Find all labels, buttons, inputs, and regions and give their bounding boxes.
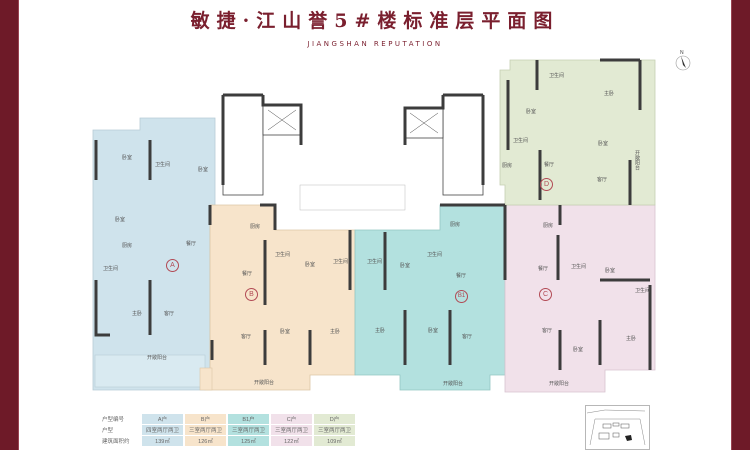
room-label: 主卧 [330,329,341,335]
room-label: 开敞阳台 [549,381,570,387]
legend-cell: A户 [142,414,183,424]
room-label: 卧室 [305,262,316,268]
room-label: 卫生间 [427,252,443,258]
room-label: 餐厅 [544,162,555,168]
page-subtitle: JIANGSHAN REPUTATION [307,40,443,48]
room-label: 卧室 [115,217,126,223]
unit-marker-b1: B1 [455,290,468,303]
legend-row-area: 建筑面积约 139㎡ 126㎡ 125㎡ 122㎡ 109㎡ [102,436,355,446]
site-key-plan [585,405,650,450]
legend-cell: 139㎡ [142,436,183,446]
unit-c-area [504,204,656,393]
unit-marker-c: C [539,288,552,301]
room-label: 客厅 [597,177,608,183]
legend-cell: 三室两厅两卫 [314,425,355,435]
north-compass-icon: N [675,50,691,71]
room-label: 开敞阳台 [254,380,275,386]
room-label: 卧室 [598,141,609,147]
room-label: 厨房 [543,223,554,229]
room-label: 卫生间 [513,138,529,144]
legend-header: 建筑面积约 [102,439,130,445]
legend-cell: B1户 [228,414,269,424]
corridor [299,184,406,211]
legend-header: 户型编号 [102,417,125,423]
room-label: 卫生间 [275,252,291,258]
room-label: 卧室 [122,155,133,161]
room-label: 主卧 [132,311,143,317]
unit-d-area [499,59,656,206]
room-label: 主卧 [626,336,637,342]
room-label: 卧室 [198,167,209,173]
room-label: 卫生间 [103,266,119,272]
svg-text:N: N [680,50,684,56]
legend-cell: 三室两厅两卫 [228,425,269,435]
room-label: 开敞阳台 [634,150,640,170]
unit-marker-d: D [540,178,553,191]
right-border-band [731,0,750,450]
unit-legend-table: 户型编号 A户 B户 B1户 C户 D户 户型 四室两厅两卫 三室两厅两卫 三室… [100,413,357,447]
room-label: 厨房 [122,243,133,249]
room-label: 卫生间 [571,264,587,270]
unit-a-area [92,117,216,391]
legend-cell: 126㎡ [185,436,226,446]
legend-cell: B户 [185,414,226,424]
room-label: 卫生间 [367,259,383,265]
room-label: 客厅 [164,311,175,317]
room-label: 开敞阳台 [147,355,168,361]
room-label: 厨房 [450,222,461,228]
legend-cell: 122㎡ [271,436,312,446]
room-label: 卫生间 [635,288,651,294]
legend-cell: 三室两厅两卫 [185,425,226,435]
room-label: 卧室 [605,268,616,274]
room-label: 客厅 [462,334,473,340]
room-label: 卧室 [428,328,439,334]
room-label: 卧室 [400,263,411,269]
room-label: 卧室 [526,109,537,115]
room-label: 厨房 [250,224,261,230]
page-title: 敏捷·江山誉5#楼标准层平面图 [190,10,560,32]
room-label: 餐厅 [186,241,197,247]
legend-header: 户型 [102,428,114,434]
room-label: 厨房 [502,163,513,169]
legend-row-type: 户型 四室两厅两卫 三室两厅两卫 三室两厅两卫 三室两厅两卫 三室两厅两卫 [102,425,355,435]
legend-cell: D户 [314,414,355,424]
room-label: 卫生间 [155,162,171,168]
core-left [222,94,302,196]
legend-cell: 四室两厅两卫 [142,425,183,435]
core-right [404,94,484,196]
legend-cell: 三室两厅两卫 [271,425,312,435]
legend-row-code: 户型编号 A户 B户 B1户 C户 D户 [102,414,355,424]
unit-b-area [199,204,356,391]
room-label: 卫生间 [333,259,349,265]
room-label: 餐厅 [456,273,467,279]
unit-marker-b: B [245,288,258,301]
room-label: 主卧 [375,328,386,334]
room-label: 餐厅 [242,271,253,277]
room-label: 卫生间 [549,73,565,79]
room-label: 客厅 [241,334,252,340]
legend-cell: 109㎡ [314,436,355,446]
room-label: 客厅 [542,328,553,334]
unit-b1-area [354,204,506,391]
left-border-band [0,0,19,450]
room-label: 卧室 [573,347,584,353]
room-label: 卧室 [280,329,291,335]
walls [94,58,652,370]
room-label: 开敞阳台 [443,381,464,387]
legend-cell: 125㎡ [228,436,269,446]
unit-marker-a: A [166,259,179,272]
room-label: 餐厅 [538,266,549,272]
room-label: 主卧 [604,91,615,97]
legend-cell: C户 [271,414,312,424]
